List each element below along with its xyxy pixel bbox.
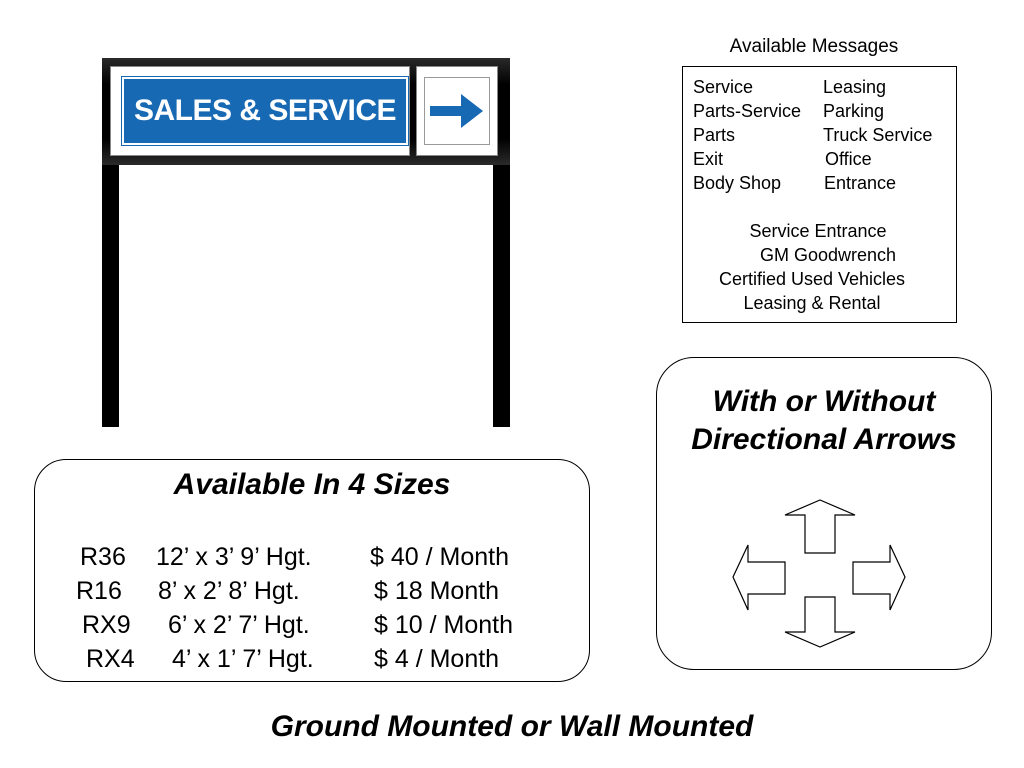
up-arrow-icon — [784, 499, 856, 554]
size-price: $ 18 Month — [374, 577, 500, 605]
size-dims: 12’ x 3’ 9’ Hgt. — [156, 543, 312, 571]
size-price: $ 40 / Month — [370, 543, 509, 571]
message-item: Parts — [693, 125, 736, 145]
message-item: Truck Service — [823, 125, 933, 145]
arrow-icons-group — [732, 499, 906, 648]
arrows-heading: With or Without Directional Arrows — [656, 383, 992, 459]
sizes-heading: Available In 4 Sizes — [173, 468, 451, 501]
sizes-box — [34, 459, 590, 682]
arrows-heading-line1: With or Without — [712, 385, 936, 418]
message-item: Entrance — [824, 173, 897, 193]
message-item: Body Shop — [693, 173, 782, 193]
sign-panel: SALES & SERVICE — [121, 76, 409, 146]
message-item: Certified Used Vehicles — [718, 269, 906, 289]
message-item: Service — [693, 77, 754, 97]
message-item: GM Goodwrench — [759, 245, 897, 265]
size-dims: 6’ x 2’ 7’ Hgt. — [168, 611, 310, 639]
message-item: Parking — [823, 101, 885, 121]
message-item: Office — [825, 149, 872, 169]
messages-box — [682, 66, 957, 323]
message-item: Leasing & Rental — [743, 293, 881, 313]
size-model: R36 — [80, 543, 126, 571]
messages-title: Available Messages — [729, 36, 899, 57]
size-price: $ 10 / Month — [374, 611, 513, 639]
left-arrow-icon — [732, 544, 786, 611]
sign-label: SALES & SERVICE — [133, 94, 397, 127]
message-item: Leasing — [823, 77, 887, 97]
size-price: $ 4 / Month — [374, 645, 500, 673]
size-model: R16 — [76, 577, 122, 605]
arrows-heading-line2: Directional Arrows — [691, 423, 957, 456]
size-dims: 8’ x 2’ 8’ Hgt. — [158, 577, 300, 605]
right-arrow-icon — [430, 94, 483, 128]
message-item: Service Entrance — [749, 221, 887, 241]
down-arrow-icon — [784, 596, 856, 648]
sign-arrow-panel — [424, 77, 490, 145]
right-arrow-icon — [852, 544, 906, 611]
size-model: RX9 — [82, 611, 131, 639]
arrows-box — [656, 357, 992, 670]
size-dims: 4’ x 1’ 7’ Hgt. — [172, 645, 314, 673]
footer-caption: Ground Mounted or Wall Mounted — [270, 710, 754, 743]
message-item: Exit — [693, 149, 724, 169]
size-model: RX4 — [86, 645, 135, 673]
message-item: Parts-Service — [693, 101, 802, 121]
